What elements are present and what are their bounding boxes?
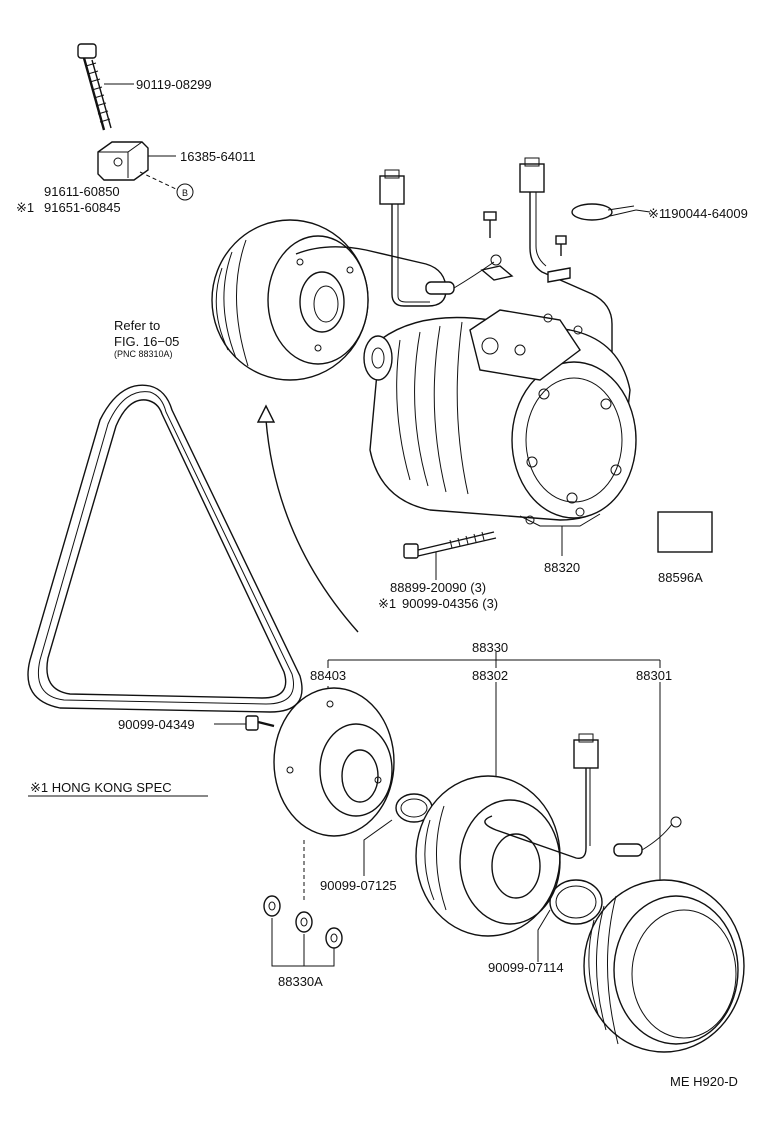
hub-bolt bbox=[214, 715, 275, 731]
label-stator: 88302 bbox=[472, 668, 508, 683]
stator bbox=[415, 733, 682, 937]
label-bolt-top: 90119-08299 bbox=[136, 77, 212, 92]
top-pulley bbox=[211, 219, 369, 381]
label-mount-bolt-hk: 90099-04356 (3) bbox=[402, 596, 498, 611]
label-snap-ring-2: 90099-07114 bbox=[488, 960, 564, 975]
label-circle-b: B bbox=[182, 188, 188, 198]
label-clamp: 190044-64009 bbox=[664, 206, 748, 221]
snap-ring-2 bbox=[537, 879, 603, 962]
label-hk-spec: ※1 HONG KONG SPEC bbox=[30, 780, 172, 795]
assembly-arrow bbox=[256, 404, 359, 633]
clutch-hub bbox=[273, 687, 395, 900]
refer-line-3: (PNC 88310A) bbox=[114, 349, 173, 359]
refer-line-1: Refer to bbox=[114, 318, 160, 333]
small-fasteners bbox=[480, 211, 571, 283]
top-bolt bbox=[77, 43, 134, 131]
label-mount-bolt: 88899-20090 (3) bbox=[390, 580, 486, 595]
label-hub-bolt: 90099-04349 bbox=[118, 717, 195, 732]
label-hub: 88403 bbox=[310, 668, 346, 683]
v-belt bbox=[27, 384, 303, 713]
compressor bbox=[363, 309, 637, 556]
clutch-pulley bbox=[583, 879, 745, 1053]
bracket bbox=[97, 141, 179, 191]
label-clamp-mark: ※1 bbox=[648, 206, 666, 221]
clutch-bracket bbox=[327, 652, 661, 880]
label-pulley: 88301 bbox=[636, 668, 672, 683]
refer-line-2: FIG. 16−05 bbox=[114, 334, 179, 349]
label-nut: 91611-60850 bbox=[44, 184, 120, 199]
label-nut-hk-mark: ※1 bbox=[16, 200, 34, 215]
label-plate-text: 88596A bbox=[658, 570, 703, 585]
footer-code: ME H920-D bbox=[670, 1074, 738, 1089]
label-snap-ring-1: 90099-07125 bbox=[320, 878, 397, 893]
label-clutch-assy: 88330 bbox=[472, 640, 508, 655]
shims bbox=[263, 895, 343, 967]
label-plate bbox=[657, 511, 713, 553]
label-bracket: 16385-64011 bbox=[180, 149, 256, 164]
label-shims: 88330A bbox=[278, 974, 323, 989]
label-nut-hk: 91651-60845 bbox=[44, 200, 121, 215]
circle-b-mark bbox=[176, 183, 194, 201]
mount-bolt bbox=[403, 531, 497, 580]
label-mount-bolt-hk-mark: ※1 bbox=[378, 596, 396, 611]
clamp bbox=[571, 203, 651, 221]
label-compressor: 88320 bbox=[544, 560, 580, 575]
